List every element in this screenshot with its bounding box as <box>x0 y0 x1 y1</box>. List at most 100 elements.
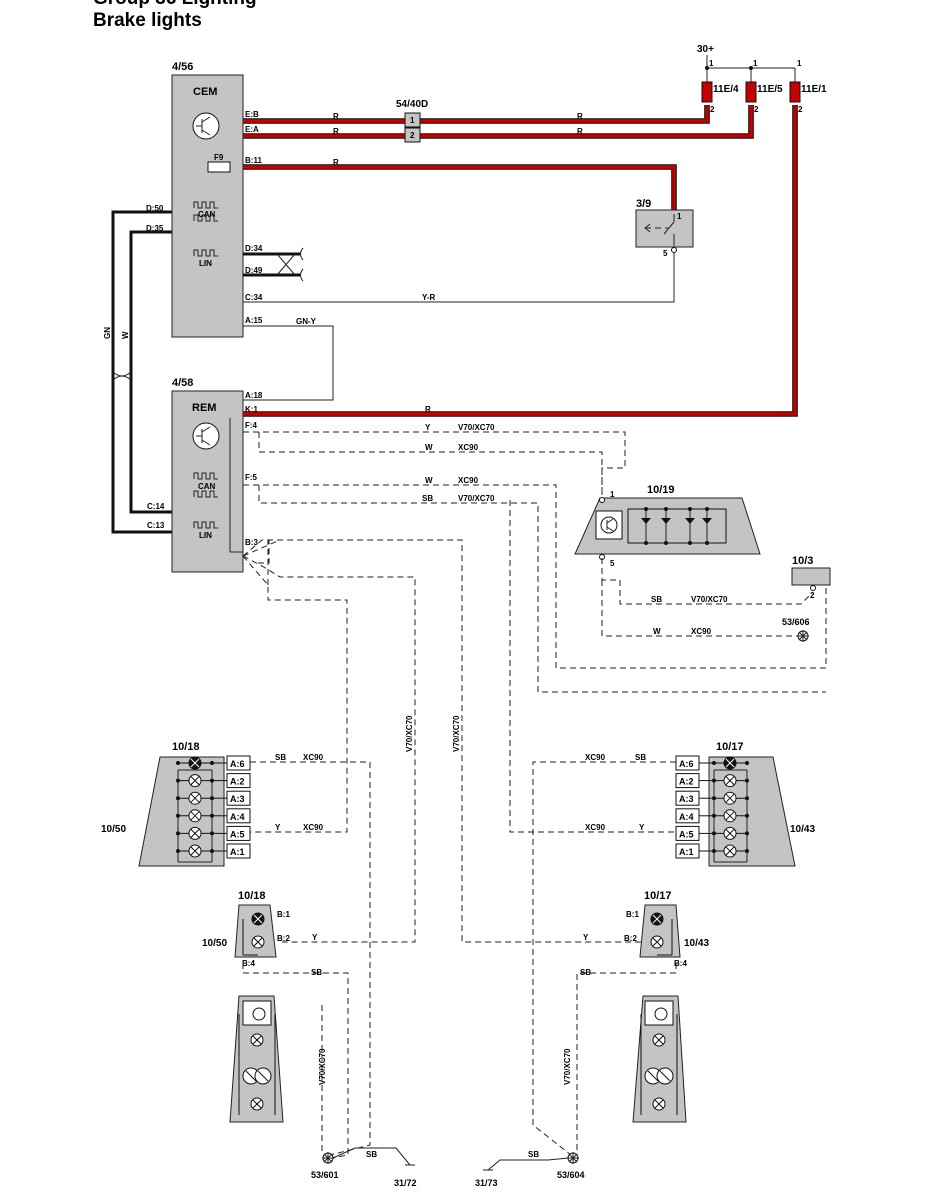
rem-can-label: CAN <box>198 482 216 491</box>
lamp-pin-label: A:5 <box>230 829 245 839</box>
ground-53-606-icon <box>797 630 809 642</box>
pin-number: 2 <box>754 105 759 114</box>
wire-w-label: W <box>121 331 130 339</box>
pin-number: 1 <box>709 59 714 68</box>
ground-53-604-label: 53/604 <box>557 1170 585 1180</box>
wire-xc90-label: XC90 <box>585 753 606 762</box>
wire-sb-label: SB <box>635 753 646 762</box>
pin-lamp-b4: B:4 <box>674 959 687 968</box>
lamp-left-lower-id: 10/18 <box>238 890 266 902</box>
lamp-pin-label: A:3 <box>679 794 694 804</box>
pin-number: 1 <box>753 59 758 68</box>
wire-v70xc70-label: V70/XC70 <box>405 715 414 752</box>
cem-transistor-icon <box>192 112 220 140</box>
power-wires <box>243 105 798 417</box>
chassis-ground-31-72-icon <box>332 1147 415 1166</box>
cem-id: 4/56 <box>172 61 193 73</box>
wire-y-r-label: Y-R <box>422 293 436 302</box>
cem-lin-label: LIN <box>199 259 212 268</box>
pin-cem-a15: A:15 <box>245 316 263 325</box>
lamp-pin-label: A:1 <box>230 847 245 857</box>
wire-v70xc70-label: V70/XC70 <box>691 595 728 604</box>
fuse-f9-icon <box>207 161 231 173</box>
bulb-icon <box>252 1007 266 1021</box>
connector-pin-label: 1 <box>410 116 415 125</box>
bulb-icon <box>654 1007 668 1021</box>
ground-31-73-label: 31/73 <box>475 1178 498 1188</box>
lamp-right-upper-ref: 10/43 <box>790 824 815 835</box>
hmsl-led-array-icon <box>627 507 727 545</box>
wire-xc90-label: XC90 <box>585 823 606 832</box>
rem-lin-label: LIN <box>199 531 212 540</box>
lamp-pin-label: A:4 <box>230 812 245 822</box>
brake-switch-id: 3/9 <box>636 198 651 210</box>
fuse-11e5-icon <box>745 81 757 103</box>
pin-rem-a18: A:18 <box>245 391 263 400</box>
fuse-11e4-label: 11E/4 <box>713 84 739 95</box>
lamp-left-lower-ref: 10/50 <box>202 938 227 949</box>
wire-sb-label: SB <box>275 753 286 762</box>
pin-lamp-b2: B:2 <box>277 934 290 943</box>
cem-can-icon <box>193 201 218 222</box>
ground-53-601-label: 53/601 <box>311 1170 339 1180</box>
tail-light-left <box>229 995 284 1123</box>
wire-y-label: Y <box>312 933 318 942</box>
pin-number: 1 <box>677 212 682 221</box>
ground-53-601-icon <box>322 1152 334 1164</box>
wire-sb-label: SB <box>651 595 662 604</box>
hmsl-transistor-icon <box>600 516 618 534</box>
wire-sb-label: SB <box>311 968 322 977</box>
wire-xc90-label: XC90 <box>458 476 479 485</box>
wire-y-label: Y <box>425 423 431 432</box>
wire-sb-label: SB <box>422 494 433 503</box>
wire-r-label: R <box>577 127 583 136</box>
wire-xc90-label: XC90 <box>458 443 479 452</box>
pin-rem-b3: B:3 <box>245 538 258 547</box>
wire-y-label: Y <box>583 933 589 942</box>
pin-rem-f4: F:4 <box>245 421 258 430</box>
wire-y-label: Y <box>639 823 645 832</box>
wire-w-label: W <box>653 627 661 636</box>
pin-number: 2 <box>710 105 715 114</box>
fuse-11e4-icon <box>701 81 713 103</box>
lamp-pin-label: A:4 <box>679 812 694 822</box>
pin-number: 5 <box>663 249 668 258</box>
cem-name: CEM <box>193 86 217 98</box>
pin-cem-d50: D:50 <box>146 204 164 213</box>
pin-lamp-b1: B:1 <box>626 910 639 919</box>
lamp-left-upper-id: 10/18 <box>172 741 200 753</box>
wire-xc90-label: XC90 <box>303 823 324 832</box>
fuse-11e5-label: 11E/5 <box>757 84 783 95</box>
lamp-right-upper <box>708 756 796 867</box>
wire-sb-label: SB <box>580 968 591 977</box>
lamp-pin-label: A:2 <box>679 777 694 787</box>
pin-rem-c13: C:13 <box>147 521 165 530</box>
wire-r-label: R <box>333 112 339 121</box>
lamp-left-upper-ref: 10/50 <box>101 824 126 835</box>
rem-lin-icon <box>193 521 218 529</box>
pin-rem-f5: F:5 <box>245 473 258 482</box>
pin-rem-k1: K:1 <box>245 405 258 414</box>
wire-v70xc70-label: V70/XC70 <box>458 423 495 432</box>
connector-pin-label: 2 <box>410 131 415 140</box>
pin-number: 2 <box>810 591 815 600</box>
supply-label: 30+ <box>697 44 714 55</box>
ground-31-72-label: 31/72 <box>394 1178 417 1188</box>
fuse-11e1-icon <box>789 81 801 103</box>
lamp-pin-label: A:5 <box>679 829 694 839</box>
lamp-pin-label: A:6 <box>679 759 694 769</box>
lamp-pin-label: A:2 <box>230 777 245 787</box>
lamp-pin-label: A:6 <box>230 759 245 769</box>
cem-can-label: CAN <box>198 210 216 219</box>
signal-wires <box>242 431 827 1159</box>
connector-10-3-id: 10/3 <box>792 555 813 567</box>
wire-gn-y-label: GN-Y <box>296 317 317 326</box>
tail-light-right <box>632 995 687 1123</box>
pin-number: 5 <box>610 559 615 568</box>
lamp-right-upper-id: 10/17 <box>716 741 744 753</box>
wire-sb-label: SB <box>528 1150 539 1159</box>
wire-r-label: R <box>333 127 339 136</box>
fuse-11e1-label: 11E/1 <box>801 84 827 95</box>
pin-cem-ea: E:A <box>245 125 259 134</box>
wire-y-label: Y <box>275 823 281 832</box>
